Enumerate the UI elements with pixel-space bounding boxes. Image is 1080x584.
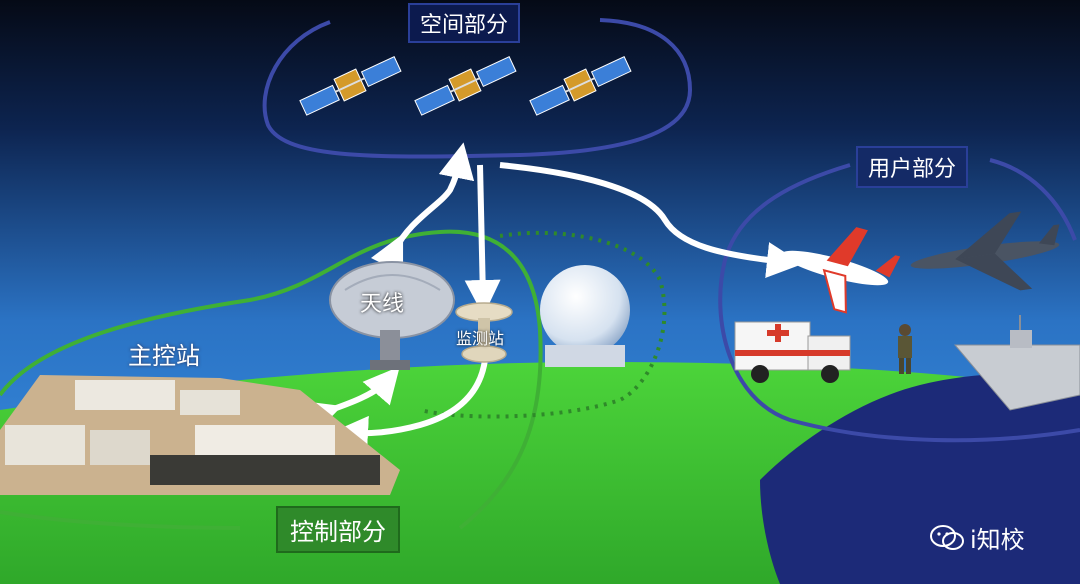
user-segment-boundary-top bbox=[989, 158, 1077, 241]
space-segment-label: 空间部分 bbox=[408, 3, 521, 43]
radome-icon bbox=[540, 265, 630, 367]
arrow-satellite-to-user bbox=[499, 162, 803, 278]
radome-dotted-boundary bbox=[419, 230, 667, 419]
satellite-icon bbox=[299, 56, 402, 116]
satellite-icon bbox=[529, 56, 632, 116]
antenna-label: 天线 bbox=[360, 292, 405, 317]
building-icon bbox=[0, 375, 400, 495]
user-segment-boundary bbox=[718, 163, 1080, 443]
airplane-icon bbox=[781, 227, 901, 314]
ambulance-icon bbox=[734, 321, 851, 383]
satellite-icon bbox=[414, 56, 517, 116]
soldier-icon bbox=[898, 324, 912, 374]
arrow-satellite-to-monitor bbox=[464, 164, 501, 316]
wechat-icon bbox=[930, 524, 964, 550]
arrow-monitor-to-master bbox=[332, 359, 488, 452]
bomber-icon bbox=[910, 211, 1060, 291]
control-segment-label: 控制部分 bbox=[276, 506, 400, 553]
monitor-dish-icon bbox=[455, 302, 513, 363]
monitor-station-label: 监测站 bbox=[456, 329, 505, 348]
watermark-text: i知校 bbox=[970, 526, 1025, 554]
user-segment-label: 用户部分 bbox=[856, 146, 969, 188]
master-station-label: 主控站 bbox=[128, 342, 200, 370]
arrow-antenna-to-satellite bbox=[370, 142, 475, 275]
sea-area bbox=[760, 373, 1080, 584]
dish-antenna-icon bbox=[329, 261, 455, 370]
arrow-master-antenna bbox=[302, 366, 400, 435]
watermark: i知校 bbox=[930, 520, 1025, 555]
control-segment-boundary-bottom bbox=[0, 510, 241, 530]
aircraft-carrier-icon bbox=[953, 315, 1080, 411]
space-segment-boundary bbox=[262, 18, 693, 159]
